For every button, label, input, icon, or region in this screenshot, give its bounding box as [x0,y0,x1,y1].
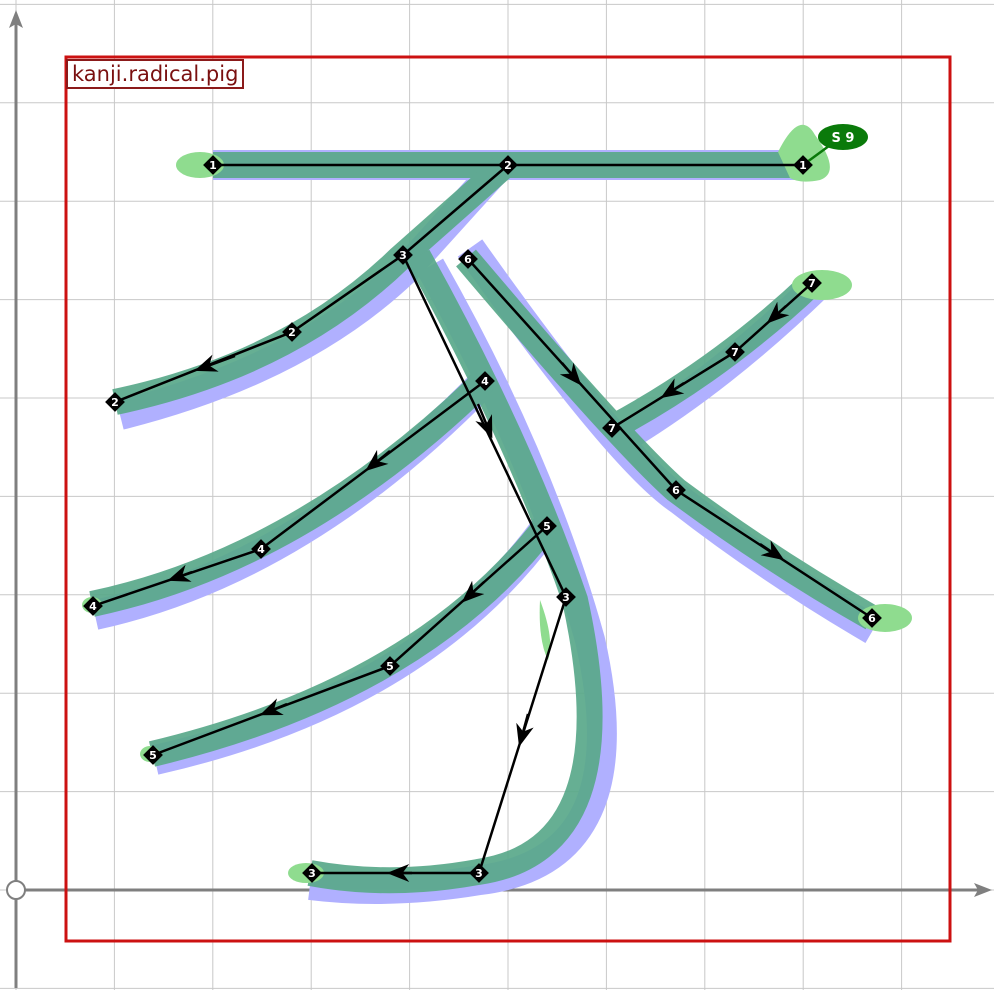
badge-label: S 9 [832,131,855,146]
marker-label: 3 [399,249,407,262]
blob-stroke-7-start [792,270,852,300]
marker-label: 1 [209,159,217,172]
marker-label: 7 [808,277,816,290]
marker-label: 5 [543,520,551,533]
marker-label: 2 [111,396,119,409]
marker-label: 2 [288,326,296,339]
marker-label: 5 [149,749,157,762]
marker-label: 4 [481,375,489,388]
marker-label: 4 [89,600,97,613]
marker-label: 3 [308,867,316,880]
marker-label: 3 [562,591,570,604]
main-strokes [92,165,872,880]
marker-label: 4 [257,543,265,556]
marker-label: 2 [504,159,512,172]
diagram-title: kanji.radical.pig [66,59,244,89]
origin-circle [7,881,25,899]
arrow-stroke-3b [522,714,528,736]
marker-label: 6 [464,253,472,266]
marker-label: 6 [672,484,680,497]
marker-label: 3 [475,867,483,880]
marker-label: 5 [386,660,394,673]
marker-label: 7 [731,346,739,359]
marker-label: 6 [868,612,876,625]
marker-label: 7 [608,422,616,435]
main-stroke-7 [612,283,812,428]
marker-label: 1 [799,159,807,172]
endpoint-blobs [82,125,912,883]
